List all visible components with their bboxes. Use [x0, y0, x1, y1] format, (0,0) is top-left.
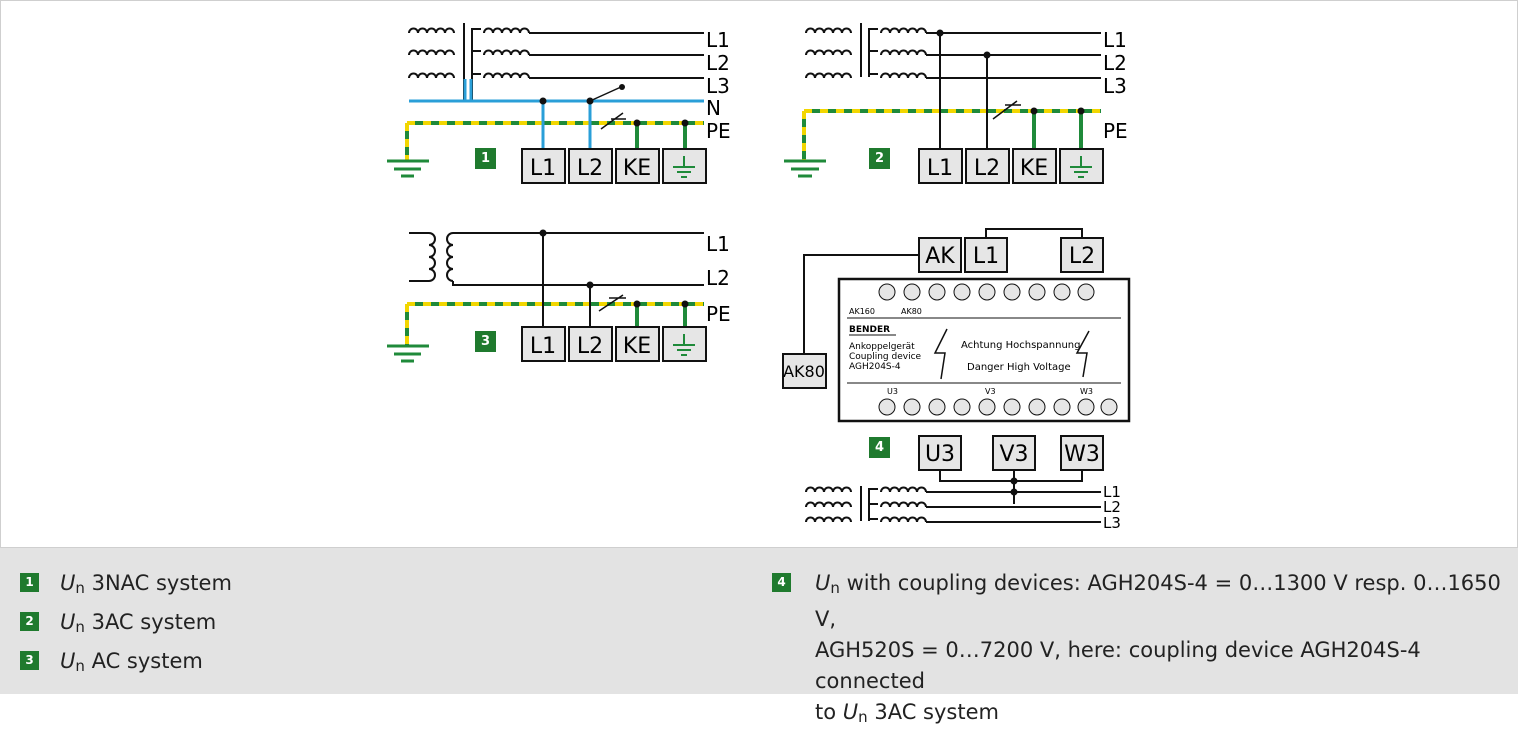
d4-terminal-l2: L2 — [1069, 244, 1095, 269]
d4-terminal-l1: L1 — [973, 244, 999, 269]
diagram-1-3nac: L1 L2 L3 N PE L1 L2 KE — [387, 23, 731, 184]
d2-label-l3: L3 — [1103, 74, 1127, 98]
device-warning-en: Danger High Voltage — [967, 362, 1071, 373]
d2-terminal-block: L1 L2 KE — [918, 148, 1104, 184]
d4-bottom-terminals: U3 V3 W3 — [918, 435, 1104, 471]
device-label-v3: V3 — [985, 387, 996, 396]
d4-terminal-u3: U3 — [925, 442, 955, 467]
d1-terminal-ke: KE — [623, 156, 651, 181]
d3-label-l2: L2 — [706, 266, 730, 290]
transformer-2 — [805, 23, 927, 79]
diagram-2-3ac: L1 L2 L3 PE L1 L2 KE — [784, 23, 1128, 184]
d2-label-l1: L1 — [1103, 28, 1127, 52]
legend-text-4-line1: with coupling devices: AGH204S-4 = 0…130… — [815, 571, 1501, 631]
d2-terminal-l1: L1 — [927, 156, 953, 181]
legend-text-4-line3-pre: to — [815, 700, 837, 724]
d4-terminal-ak80: AK80 — [783, 362, 825, 381]
d4-label-l2: L2 — [1103, 498, 1121, 516]
legend-text-4-line3-post: 3AC system — [874, 700, 999, 724]
coupling-device: AK160 AK80 BENDER Ankoppelgerät Coupling… — [837, 277, 1131, 423]
device-label-u3: U3 — [887, 387, 898, 396]
d1-label-l3: L3 — [706, 74, 730, 98]
d2-label-pe: PE — [1103, 119, 1128, 143]
transformer-4 — [805, 486, 927, 523]
d3-terminal-ke: KE — [623, 334, 651, 359]
device-label-ak80: AK80 — [901, 307, 922, 316]
device-pins-bottom — [878, 398, 1118, 416]
device-name-de: Ankoppelgerät — [849, 342, 915, 352]
diagram-badge-3: 3 — [475, 331, 496, 352]
d1-label-l2: L2 — [706, 51, 730, 75]
transformer-3 — [409, 232, 704, 286]
d1-terminal-ground-icon — [673, 156, 695, 178]
lightning-left-icon — [933, 328, 948, 380]
legend-text-2: 3AC system — [91, 610, 217, 634]
d1-label-n: N — [706, 96, 721, 120]
legend-item-3: Un AC system — [60, 646, 203, 682]
wiring-diagrams-svg: L1 L2 L3 N PE L1 L2 KE L — [387, 23, 1131, 532]
legend-badge-4: 4 — [772, 573, 791, 592]
legend-badge-2: 2 — [20, 612, 39, 631]
un-symbol: Un — [815, 571, 840, 597]
legend-item-2: Un 3AC system — [60, 607, 216, 643]
d3-label-l1: L1 — [706, 232, 730, 256]
d1-label-pe: PE — [706, 119, 731, 143]
un-symbol: Un — [842, 700, 868, 726]
d1-terminal-block: L1 L2 KE — [521, 148, 707, 184]
d3-terminal-ground-icon — [673, 334, 695, 356]
d3-terminal-l1: L1 — [530, 334, 556, 359]
diagram-badge-2: 2 — [869, 148, 890, 169]
device-model: AGH204S-4 — [849, 362, 901, 372]
legend-badge-1: 1 — [20, 573, 39, 592]
d2-label-l2: L2 — [1103, 51, 1127, 75]
legend-badge-3: 3 — [20, 651, 39, 670]
legend-text-4-line2: AGH520S = 0…7200 V, here: coupling devic… — [815, 638, 1421, 693]
diagram-4-coupling: AK L1 L2 AK80 AK160 AK80 BENDER Ankoppel… — [782, 228, 1131, 532]
un-symbol: Un — [60, 610, 85, 636]
d4-top-terminals: AK L1 L2 — [918, 237, 1104, 273]
d3-terminal-block: L1 L2 KE — [521, 326, 707, 362]
legend-item-4: Un with coupling devices: AGH204S-4 = 0…… — [815, 568, 1505, 733]
d4-terminal-ak: AK — [925, 244, 955, 269]
d4-terminal-v3: V3 — [999, 442, 1028, 467]
diagram-3-ac: L1 L2 PE L1 L2 KE — [387, 229, 731, 363]
legend-text-3: AC system — [91, 649, 203, 673]
device-label-w3: W3 — [1080, 387, 1093, 396]
d2-terminal-ground-icon — [1070, 156, 1092, 178]
device-name-en: Coupling device — [849, 352, 922, 362]
device-brand: BENDER — [849, 325, 890, 335]
device-warning-de: Achtung Hochspannung — [961, 340, 1080, 351]
d3-terminal-l2: L2 — [577, 334, 603, 359]
diagram-badge-4: 4 — [869, 437, 890, 458]
diagram-badge-1: 1 — [475, 148, 496, 169]
d1-label-l1: L1 — [706, 28, 730, 52]
d4-terminal-w3: W3 — [1064, 442, 1100, 467]
device-pins-top — [878, 283, 1095, 301]
device-label-ak160: AK160 — [849, 307, 875, 316]
d1-terminal-l2: L2 — [577, 156, 603, 181]
d3-label-pe: PE — [706, 302, 731, 326]
legend-text-1: 3NAC system — [91, 571, 232, 595]
legend-panel: 1 Un 3NAC system 2 Un 3AC system 3 Un AC… — [0, 548, 1518, 726]
wiring-diagrams-panel: L1 L2 L3 N PE L1 L2 KE L — [0, 0, 1518, 548]
d4-label-l3: L3 — [1103, 514, 1121, 532]
d2-terminal-ke: KE — [1020, 156, 1048, 181]
un-symbol: Un — [60, 571, 85, 597]
un-symbol: Un — [60, 649, 85, 675]
transformer-1 — [408, 23, 530, 101]
d1-terminal-l1: L1 — [530, 156, 556, 181]
legend-item-1: Un 3NAC system — [60, 568, 232, 604]
d2-terminal-l2: L2 — [974, 156, 1000, 181]
lightning-right-icon — [1075, 330, 1090, 378]
d4-label-l1: L1 — [1103, 483, 1121, 501]
